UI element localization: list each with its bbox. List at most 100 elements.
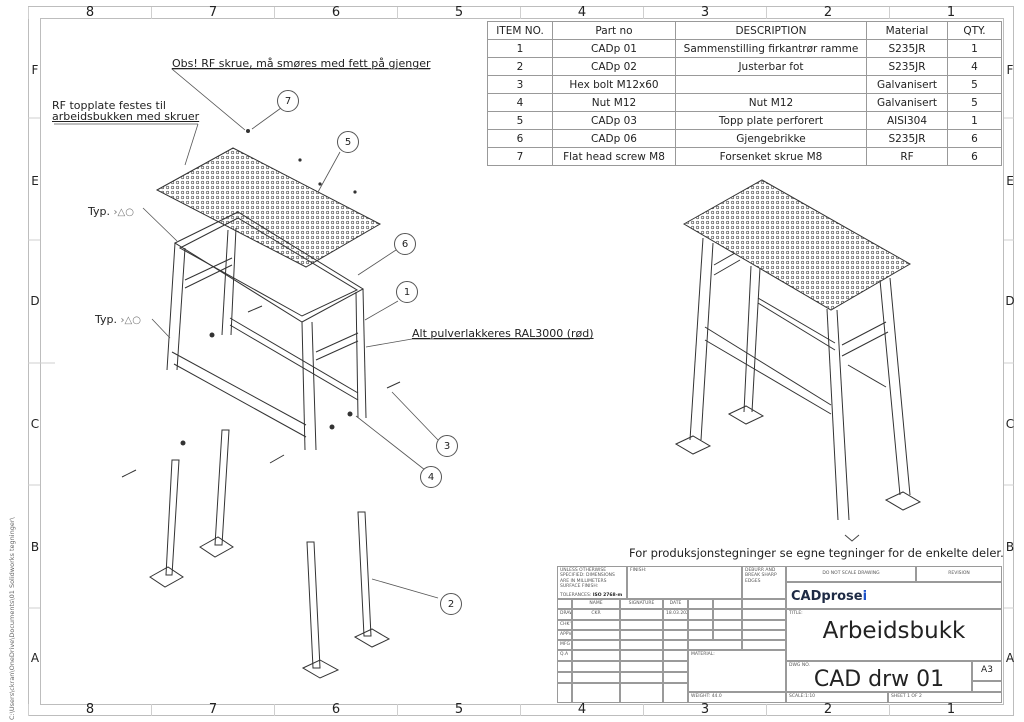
tb-blank [620,672,663,683]
bom-cell: Sammenstilling firkantrør ramme [675,39,867,58]
bom-header-qty: QTY. [947,21,1002,40]
bom-cell: Nut M12 [552,93,676,112]
drawing-title: Arbeidsbukk [822,618,966,644]
zone-row-label: A [1005,651,1015,665]
note-powder-coat: Alt pulverlakkeres RAL3000 (rød) [412,327,594,340]
bom-cell [675,75,867,94]
tb-blank [688,609,713,620]
bom-cell: 5 [947,75,1002,94]
tb-blank [572,630,620,640]
tb-dwg-no-cell: DWG NO. CAD drw 01 [786,661,972,692]
frame-exploded [166,211,367,451]
note-topplate-line2: arbeidsbukken med skruer [52,110,200,123]
tb-deburr: DEBURR AND BREAK SHARP EDGES [742,566,786,599]
tb-sheet-size: A3 [972,661,1002,681]
balloon-item-5: 5 [337,131,359,153]
tb-blank [742,620,786,630]
tb-blank [557,683,572,703]
tb-blank [557,661,572,672]
tb-col-name: NAME [572,599,620,609]
cadprose-logo: CADprosei [791,589,868,604]
bom-cell: Gjengebrikke [675,129,867,148]
balloon-item-1: 1 [396,281,418,303]
tb-blank [663,683,688,703]
zone-col-label: 2 [766,6,889,19]
bom-cell: CADp 01 [552,39,676,58]
bom-cell: 4 [487,93,553,112]
tb-blank [572,661,620,672]
note-topplate-line1: RF topplate festes til [52,99,166,112]
tb-blank [663,630,688,640]
zone-col-label: 5 [397,703,520,716]
tb-role-mfg: MFG [557,640,572,650]
tb-sheet-number: SHEET 1 OF 2 [888,692,1002,703]
zone-row-label: A [30,651,40,665]
tb-blank [713,630,742,640]
note-topplate: RF topplate festes til arbeidsbukken med… [52,100,199,122]
zone-row-label: B [1005,540,1015,554]
balloon-item-6: 6 [394,233,416,255]
balloon-item-2: 2 [440,593,462,615]
bom-header-item: ITEM NO. [487,21,553,40]
legs-exploded [121,305,401,679]
tb-blank [557,672,572,683]
bom-cell: CADp 03 [552,111,676,130]
bom-header-description: DESCRIPTION [675,21,867,40]
bom-cell: Galvanisert [866,75,948,94]
tb-blank [713,609,742,620]
tb-blank [572,683,620,703]
zone-col-label: 8 [28,703,151,716]
sheet-outer-frame [28,6,1014,716]
bom-cell: CADp 06 [552,129,676,148]
tb-blank [663,672,688,683]
balloon-item-3: 3 [436,435,458,457]
title-block: UNLESS OTHERWISE SPECIFIED: DIMENSIONS A… [557,566,1002,703]
bom-cell: RF [866,147,948,166]
zone-columns-bottom: 8 7 6 5 4 3 2 1 [28,703,1014,716]
zone-row-label: D [1005,294,1015,308]
bom-cell: Flat head screw M8 [552,147,676,166]
zone-col-label: 3 [643,703,766,716]
tb-blank [620,630,663,640]
tb-role-qa: Q.A [557,650,572,661]
tb-blank [713,599,742,609]
zone-col-label: 3 [643,6,766,19]
weld-symbol-icon: ›△○ [113,207,134,218]
tb-blank [688,640,742,650]
bom-cell: 5 [947,93,1002,112]
bom-cell: Forsenket skrue M8 [675,147,867,166]
bom-cell: Galvanisert [866,93,948,112]
zone-col-label: 7 [151,6,274,19]
bom-cell: Hex bolt M12x60 [552,75,676,94]
bom-cell: AISI304 [866,111,948,130]
tb-blank [742,599,786,609]
zone-row-label: D [30,294,40,308]
bom-cell: 6 [947,129,1002,148]
zone-col-label: 7 [151,703,274,716]
tb-do-not-scale: DO NOT SCALE DRAWING [786,566,916,582]
bom-cell: Justerbar fot [675,57,867,76]
tb-blank [572,672,620,683]
tb-blank [620,661,663,672]
tb-logo: CADprosei [786,582,1002,609]
tb-blank [742,630,786,640]
tb-blank [663,650,688,661]
zone-row-label: F [31,63,39,77]
tb-drawn-signature [620,609,663,620]
bom-cell: 6 [947,147,1002,166]
zone-col-label: 5 [397,6,520,19]
tb-blank [557,599,572,609]
zone-col-label: 8 [28,6,151,19]
tb-blank [620,683,663,703]
weld-note-typ-lower: Typ. ›△○ [95,313,141,326]
zone-col-label: 4 [520,6,643,19]
bom-cell: 6 [487,129,553,148]
top-plate-exploded [155,147,382,268]
